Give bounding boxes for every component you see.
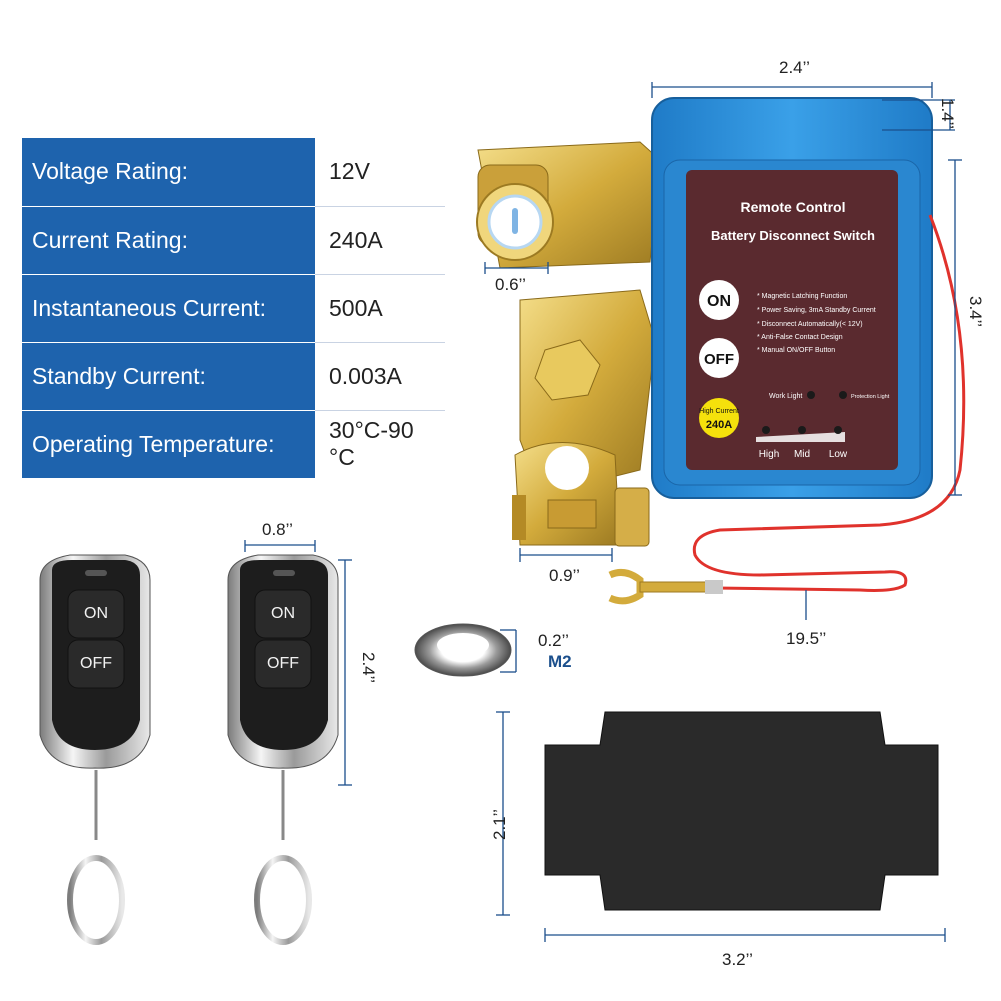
switch-on-button[interactable] (699, 280, 739, 320)
feature-5: * Manual ON/OFF Button (757, 347, 835, 354)
spec-value: 240A (315, 206, 445, 274)
dim-remote-height: 2.4’’ (359, 652, 378, 683)
remote-right-off-label: OFF (267, 655, 299, 672)
level-high-led (762, 426, 770, 434)
dim-pad-width: 3.2’’ (722, 950, 753, 969)
dim-remote-width: 0.8’’ (262, 520, 293, 539)
remote-right-on-label: ON (271, 605, 295, 622)
remote-left-off-label: OFF (80, 655, 112, 672)
washer-size-label: M2 (548, 652, 572, 671)
dim-pad-height: 2.1’’ (490, 809, 509, 840)
level-high-label: High (759, 449, 780, 460)
remote-right-off-button[interactable] (254, 639, 312, 689)
battery-terminal (476, 141, 661, 547)
spec-row-voltage: Voltage Rating: 12V (22, 138, 445, 207)
feature-2: * Power Saving, 3mA Standby Current (757, 307, 876, 314)
keyring-left-icon (67, 855, 125, 945)
level-low-label: Low (829, 449, 848, 460)
spec-label: Current Rating: (22, 206, 315, 275)
switch-title-1: Remote Control (741, 199, 846, 215)
battery-disconnect-switch: Remote Control Battery Disconnect Switch… (651, 97, 933, 499)
remote-right-on-button[interactable] (254, 589, 312, 639)
switch-off-label: OFF (704, 351, 734, 368)
rubber-pad (544, 711, 939, 911)
spec-table: Voltage Rating: 12V Current Rating: 240A… (22, 138, 445, 479)
lock-washer (414, 623, 512, 677)
spec-label: Instantaneous Current: (22, 274, 315, 343)
remote-left-on-button[interactable] (67, 589, 125, 639)
badge-bottom-text: 240A (706, 419, 732, 431)
switch-off-button[interactable] (699, 338, 739, 378)
dimension-lines (244, 82, 962, 942)
dim-switch-depth: 1.4’’ (938, 98, 957, 129)
high-current-badge (699, 398, 739, 438)
remote-left: ON OFF (39, 554, 151, 945)
spec-label: Standby Current: (22, 342, 315, 411)
trigger-wire (608, 214, 966, 605)
switch-title-2: Battery Disconnect Switch (711, 228, 875, 243)
work-light-label: Work Light (769, 393, 802, 400)
dim-clamp: 0.9’’ (549, 566, 580, 585)
remote-right: ON OFF (227, 554, 339, 945)
dim-wire: 19.5’’ (786, 629, 827, 648)
level-low-led (834, 426, 842, 434)
dim-switch-width: 2.4’’ (779, 58, 810, 77)
keyring-right-icon (254, 855, 312, 945)
feature-1: * Magnetic Latching Function (757, 293, 847, 300)
spec-value: 12V (315, 138, 445, 206)
feature-3: * Disconnect Automatically(< 12V) (757, 321, 863, 328)
badge-top-text: High Current (699, 408, 739, 415)
feature-4: * Anti-False Contact Design (757, 334, 843, 341)
level-mid-label: Mid (794, 449, 810, 460)
remote-left-on-label: ON (84, 605, 108, 622)
spec-row-temperature: Operating Temperature: 30°C-90 °C (22, 410, 445, 479)
protection-light-label: Protection Light (851, 394, 890, 400)
spec-label: Voltage Rating: (22, 138, 315, 207)
level-mid-led (798, 426, 806, 434)
spec-row-current: Current Rating: 240A (22, 206, 445, 275)
dim-knob: 0.6’’ (495, 275, 526, 294)
spec-row-standby: Standby Current: 0.003A (22, 342, 445, 411)
work-light-led (807, 391, 815, 399)
ring-terminal-icon (608, 568, 644, 605)
dim-washer-thickness: 0.2’’ (538, 631, 569, 650)
spec-label: Operating Temperature: (22, 410, 315, 479)
remote-left-off-button[interactable] (67, 639, 125, 689)
protection-light-led (839, 391, 847, 399)
spec-value: 500A (315, 274, 445, 342)
spec-value: 30°C-90 °C (315, 410, 445, 478)
spec-value: 0.003A (315, 342, 445, 410)
dim-switch-height: 3.4’’ (966, 296, 985, 327)
spec-row-instantaneous: Instantaneous Current: 500A (22, 274, 445, 343)
switch-on-label: ON (707, 293, 731, 310)
